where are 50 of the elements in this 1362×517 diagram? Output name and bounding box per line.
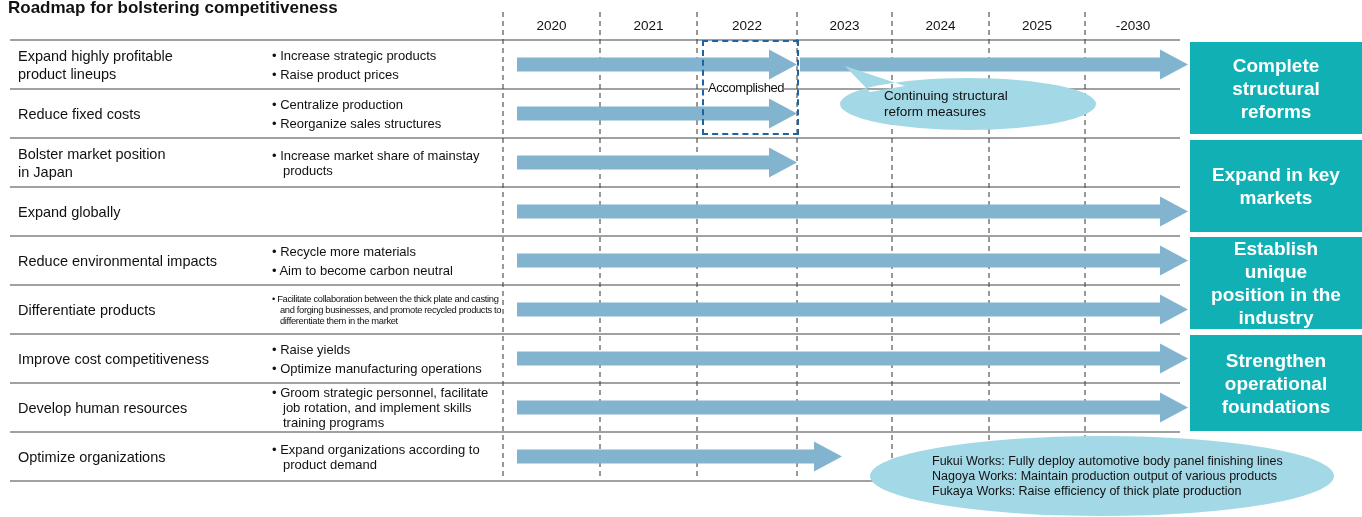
bullet-text: • Increase strategic products <box>272 47 438 63</box>
year-label: -2030 <box>1114 18 1152 34</box>
outcome-box: Establish unique position in the industry <box>1190 237 1362 329</box>
bullet-text: • Optimize manufacturing operations <box>272 360 483 376</box>
row-label: Expand highly profitable product lineups <box>18 46 174 84</box>
arrow <box>517 392 1188 423</box>
bullet-text: • Groom strategic personnel, facilitate job rotation, and implement skills training programs <box>272 385 490 430</box>
year-label: 2021 <box>632 18 665 34</box>
year-label: 2025 <box>1020 18 1053 34</box>
year-label: 2022 <box>730 18 763 34</box>
row-label: Bolster market position in Japan <box>18 144 167 182</box>
row-label: Expand globally <box>18 202 122 222</box>
row-label: Optimize organizations <box>18 447 167 467</box>
callout-bubble <box>840 66 1096 130</box>
arrow <box>517 343 1188 374</box>
callout-text: Nagoya Works: Maintain production output of various products <box>932 468 1279 484</box>
bullet-text: • Reorganize sales structures <box>272 115 443 131</box>
row-label: Develop human resources <box>18 398 189 418</box>
bullet-text: • Aim to become carbon neutral <box>272 262 454 278</box>
year-label: 2023 <box>828 18 861 34</box>
bullet-text: • Expand organizations according to product demand <box>272 441 481 472</box>
arrow <box>517 245 1188 276</box>
outcome-box: Expand in key markets <box>1190 140 1362 232</box>
callout-text: Fukui Works: Fully deploy automotive body panel finishing lines <box>932 453 1283 469</box>
arrow <box>800 49 1188 80</box>
callout-text: Continuing structural reform measures <box>884 88 1009 120</box>
box-label: Accomplished <box>708 80 785 95</box>
bullet-text: • Increase market share of mainstay products <box>272 147 481 178</box>
callout-bubble <box>870 436 1334 516</box>
arrow <box>517 294 1188 325</box>
bullet-text: • Facilitate collaboration between the thick plate and casting and forging businesses, and promote recycled products to differentiate them in the market <box>272 293 503 326</box>
outcome-box: Strengthen operational foundations <box>1190 335 1362 431</box>
bullet-text: • Raise yields <box>272 341 352 357</box>
row-label: Improve cost competitiveness <box>18 349 210 369</box>
bullet-text: • Raise product prices <box>272 66 400 82</box>
callout-text: Fukaya Works: Raise efficiency of thick plate production <box>932 483 1243 499</box>
row-label: Differentiate products <box>18 300 157 320</box>
row-label: Reduce fixed costs <box>18 104 142 124</box>
arrow <box>517 147 797 178</box>
bullet-text: • Centralize production <box>272 96 404 112</box>
row-label: Reduce environmental impacts <box>18 251 219 271</box>
bullet-text: • Recycle more materials <box>272 243 417 259</box>
arrow <box>517 196 1188 227</box>
outcome-box: Complete structural reforms <box>1190 42 1362 134</box>
arrow <box>517 49 797 80</box>
arrow <box>517 98 797 129</box>
year-label: 2020 <box>535 18 568 34</box>
chart-title: Roadmap for bolstering competitiveness <box>8 0 338 17</box>
dashed-highlight-box <box>702 40 799 135</box>
year-label: 2024 <box>924 18 957 34</box>
